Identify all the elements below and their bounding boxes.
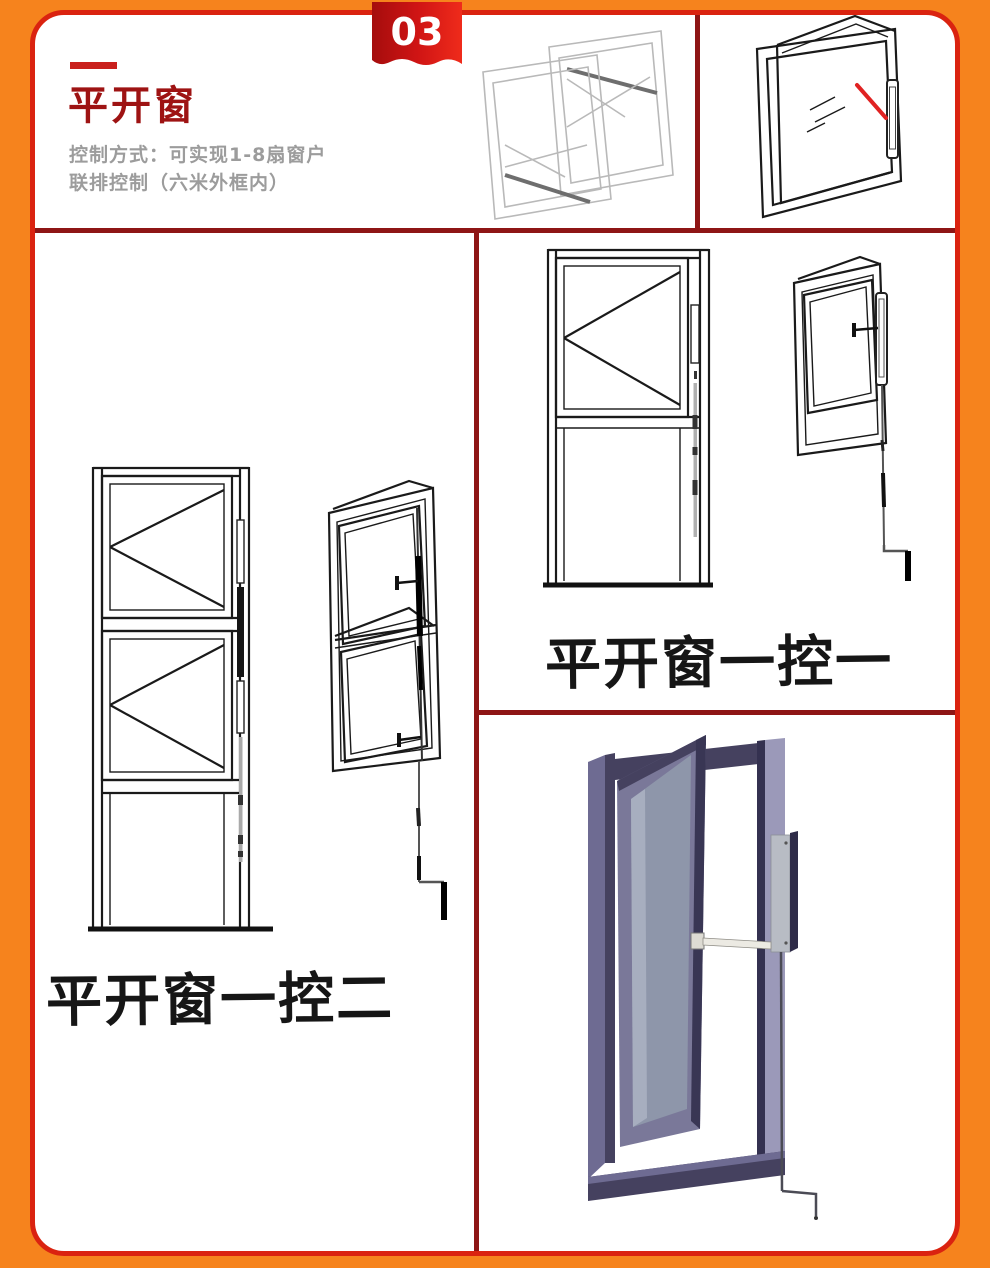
actuator-bar — [690, 304, 700, 364]
perspective-two-sash-drawing — [327, 479, 447, 920]
linkage-bracket — [690, 932, 705, 950]
divider-horizontal-top — [35, 228, 955, 233]
subtitle-line-2: 联排控制（六米外框内） — [69, 172, 290, 194]
open-casement-drawing — [755, 15, 903, 219]
front-view-one-sash-drawing — [543, 248, 713, 588]
red-actuator-line — [855, 83, 888, 120]
caption-one-controls-one: 平开窗一控一 — [544, 629, 894, 698]
divider-horizontal-right — [479, 710, 955, 715]
actuator-box — [770, 834, 791, 953]
one-controls-one-panel: 平开窗一控一 — [479, 233, 955, 710]
perspective-one-sash-drawing — [792, 255, 911, 581]
purple-window-panel — [479, 715, 955, 1251]
badge-number: 03 — [391, 10, 444, 54]
header-panel: 平开窗 控制方式：可实现1-8扇窗户 联排控制（六米外框内） — [35, 2, 695, 228]
actuator-bar — [886, 79, 899, 159]
divider-vertical-main — [474, 233, 479, 1251]
title-dash — [70, 62, 117, 69]
subtitle-line-1: 控制方式：可实现1-8扇窗户 — [69, 144, 327, 166]
one-controls-two-panel: 平开窗一控二 — [35, 233, 474, 1251]
page-title: 平开窗 — [68, 83, 197, 129]
content-sheet: 平开窗 控制方式：可实现1-8扇窗户 联排控制（六米外框内） — [30, 2, 960, 1256]
actuator-bar — [875, 292, 888, 386]
ribbon-badge: 03 — [372, 2, 462, 65]
actuator-bar — [236, 519, 245, 584]
purple-window-render — [588, 735, 818, 1220]
divider-vertical-header — [695, 15, 700, 228]
front-view-two-sash-drawing — [88, 466, 273, 932]
caption-one-controls-two: 平开窗一控二 — [45, 966, 395, 1035]
linkage-arm — [702, 937, 772, 950]
exploded-window-frames-drawing — [482, 30, 674, 220]
hero-panel — [700, 15, 955, 228]
